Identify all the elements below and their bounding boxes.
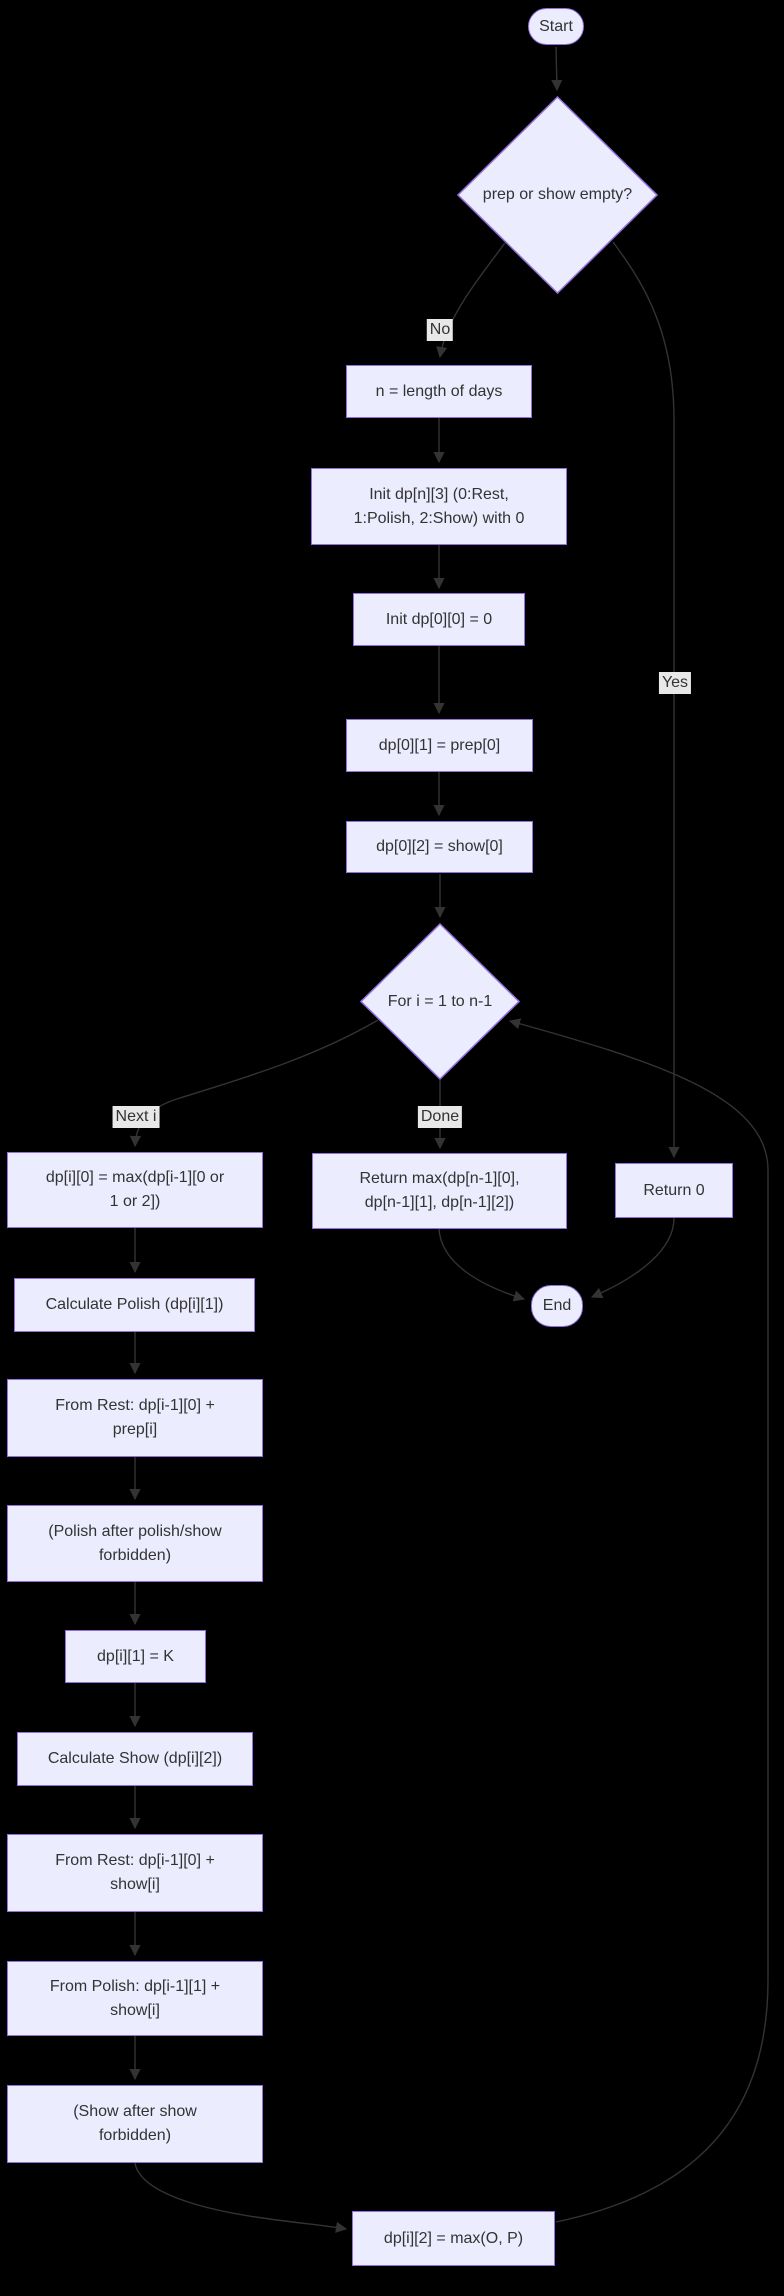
start-node: Start bbox=[528, 8, 584, 45]
diamond-shape bbox=[360, 923, 520, 1080]
node-return-0: Return 0 bbox=[615, 1163, 733, 1218]
decision-for-loop-label: For i = 1 to n-1 bbox=[387, 992, 493, 1010]
diamond-shape bbox=[457, 96, 658, 294]
node-init-dp00: Init dp[0][0] = 0 bbox=[353, 593, 525, 646]
node-dpi0: dp[i][0] = max(dp[i-1][0 or 1 or 2]) bbox=[7, 1152, 263, 1228]
decision-for-loop: For i = 1 to n-1 bbox=[360, 923, 520, 1080]
node-from-rest-prep: From Rest: dp[i-1][0] + prep[i] bbox=[7, 1379, 263, 1457]
edge-dpi2-loop-back bbox=[508, 1018, 769, 2223]
node-from-polish-show: From Polish: dp[i-1][1] + show[i] bbox=[7, 1961, 263, 2036]
edge-label-no: No bbox=[426, 319, 454, 341]
node-calc-show: Calculate Show (dp[i][2]) bbox=[17, 1732, 253, 1786]
node-dp01: dp[0][1] = prep[0] bbox=[346, 719, 533, 772]
node-from-rest-show: From Rest: dp[i-1][0] + show[i] bbox=[7, 1834, 263, 1912]
edge-start-to-decision bbox=[551, 46, 563, 92]
edge-label-yes: Yes bbox=[658, 672, 692, 694]
node-dp02: dp[0][2] = show[0] bbox=[346, 821, 533, 873]
node-dpi1-k: dp[i][1] = K bbox=[65, 1630, 206, 1683]
edge-showforbidden-to-dpi2 bbox=[134, 2162, 348, 2233]
end-node: End bbox=[531, 1285, 583, 1327]
node-polish-forbidden: (Polish after polish/show forbidden) bbox=[7, 1505, 263, 1582]
node-dpi2-max: dp[i][2] = max(O, P) bbox=[352, 2211, 555, 2266]
edge-label-done: Done bbox=[417, 1106, 463, 1128]
node-return-max: Return max(dp[n-1][0], dp[n-1][1], dp[n-… bbox=[312, 1153, 567, 1229]
node-n-length: n = length of days bbox=[346, 365, 532, 418]
decision-prep-show-empty-label: prep or show empty? bbox=[482, 186, 633, 203]
edge-decision-yes bbox=[612, 241, 680, 1159]
edge-loop-next-i bbox=[129, 1019, 379, 1148]
edge-label-next-i: Next i bbox=[112, 1106, 160, 1128]
node-show-forbidden: (Show after show forbidden) bbox=[7, 2085, 263, 2163]
node-init-dp: Init dp[n][3] (0:Rest, 1:Polish, 2:Show)… bbox=[311, 468, 567, 545]
edge-return0-to-end bbox=[590, 1217, 675, 1299]
decision-prep-show-empty: prep or show empty? bbox=[457, 96, 658, 294]
node-calc-polish: Calculate Polish (dp[i][1]) bbox=[14, 1278, 255, 1332]
edge-returnmax-to-end bbox=[438, 1228, 526, 1302]
edge-decision-no bbox=[436, 242, 506, 359]
